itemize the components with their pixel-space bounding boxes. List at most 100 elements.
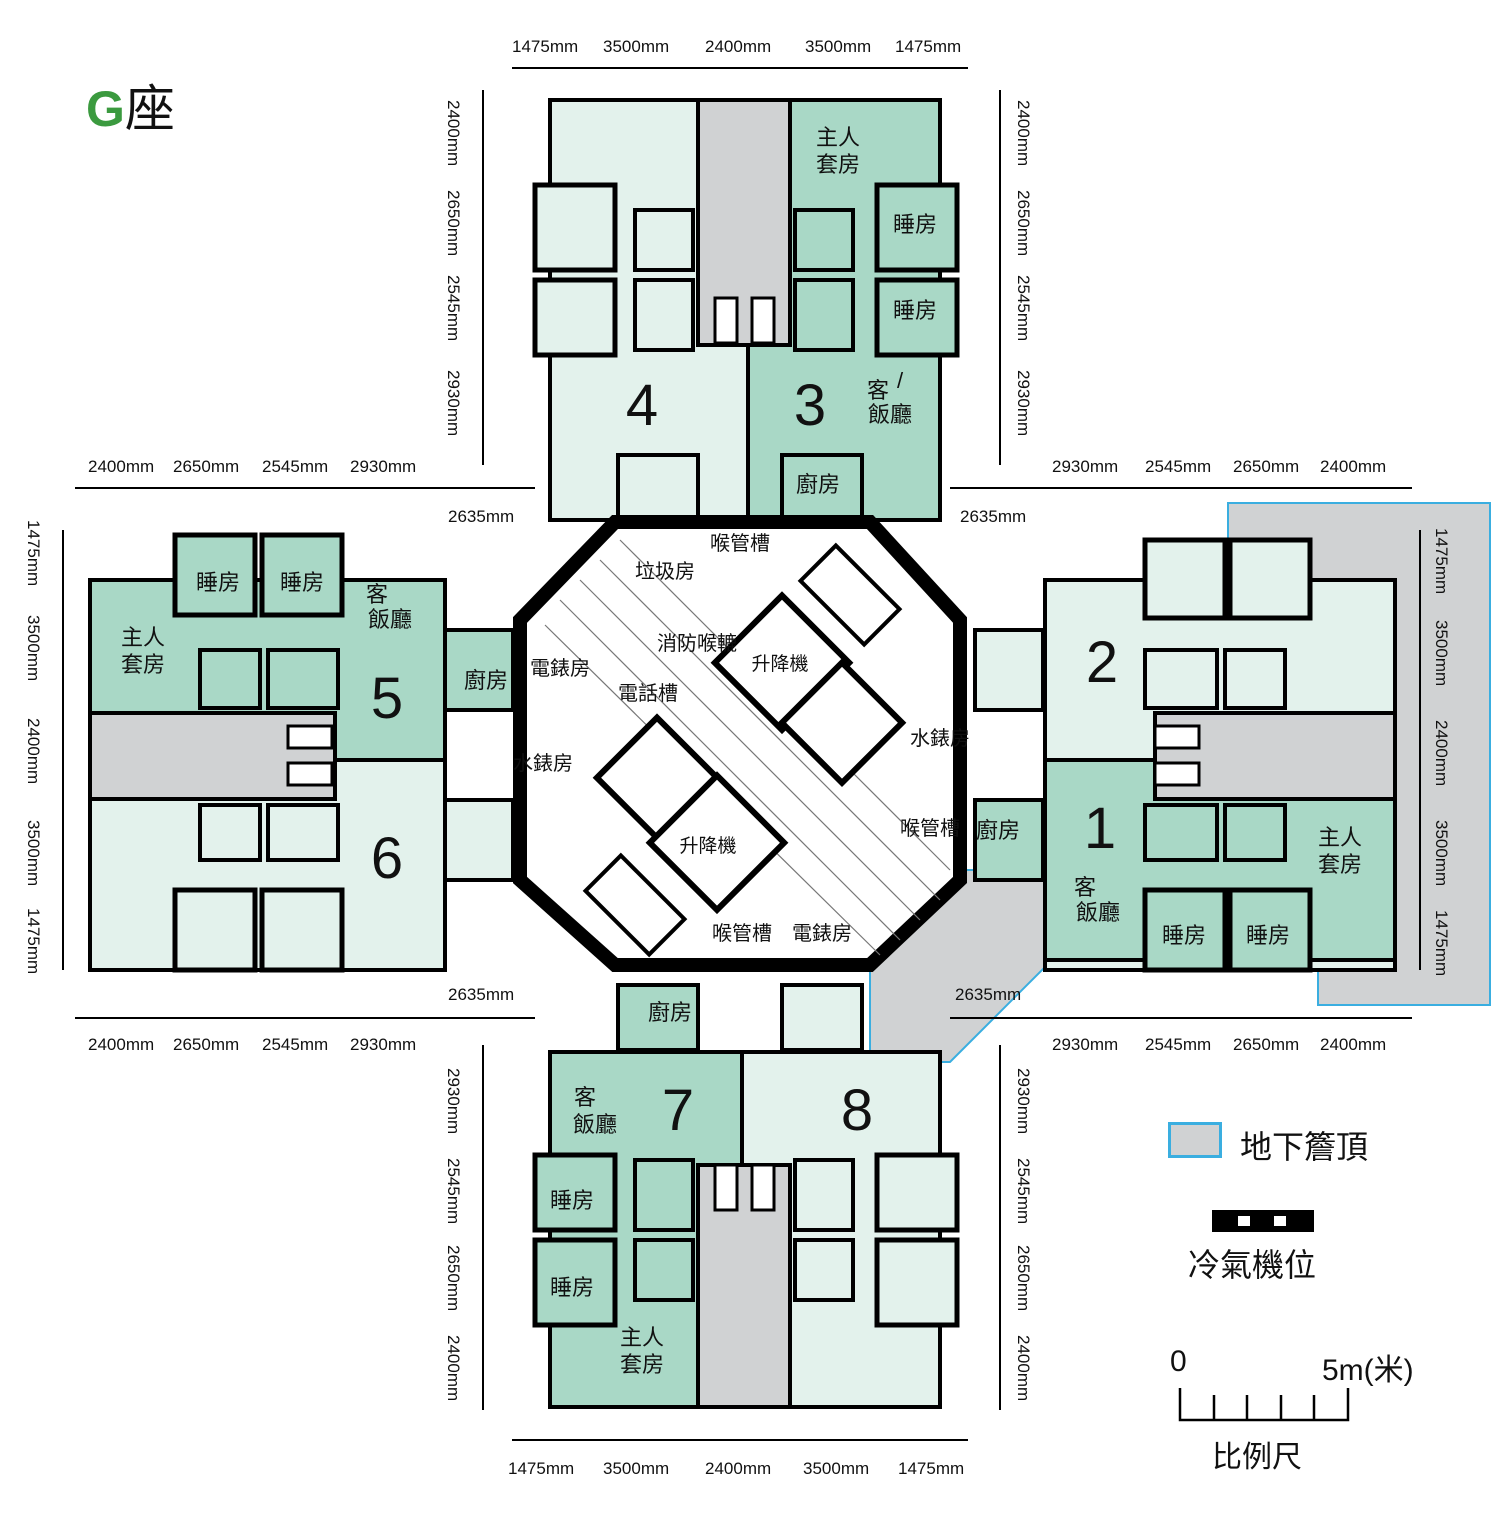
dim-label: 1475mm — [895, 37, 961, 56]
unit-number-2: 2 — [1086, 630, 1118, 695]
dim-label: 1475mm — [508, 1459, 574, 1478]
north-wing — [532, 98, 960, 522]
core-label: 電錶房 — [792, 922, 852, 945]
dim-label: 2930mm — [1052, 457, 1118, 476]
dim-label: 2545mm — [1014, 275, 1033, 341]
south-wing — [532, 983, 960, 1409]
core-label: 喉管槽 — [712, 922, 772, 945]
room-label: 主人 — [816, 125, 860, 150]
scale-label: 比例尺 — [1212, 1441, 1302, 1474]
core-label: 消防喉轆 — [657, 632, 737, 655]
room-label: 睡房 — [1246, 923, 1290, 948]
core-label: 升降機 — [751, 653, 808, 675]
dim-label: 2545mm — [444, 1158, 463, 1224]
dim-label: 2930mm — [1052, 1035, 1118, 1054]
dim-label: 1475mm — [1432, 910, 1451, 976]
dim-label: 3500mm — [805, 37, 871, 56]
dim-label: 2400mm — [1432, 720, 1451, 786]
room-label: 客 — [366, 582, 388, 607]
dim-label: 2400mm — [444, 1335, 463, 1401]
dim-label: 2400mm — [88, 457, 154, 476]
unit-number-5: 5 — [371, 666, 403, 731]
dim-label: 2635mm — [955, 985, 1021, 1004]
core-label: 電話槽 — [618, 682, 678, 705]
unit-number-4: 4 — [626, 373, 658, 438]
legend-ac: 冷氣機位 — [1188, 1240, 1388, 1283]
room-label: 睡房 — [550, 1188, 594, 1213]
room-label: 主人 — [1318, 825, 1362, 850]
dim-label: 3500mm — [1432, 620, 1451, 686]
dim-label: 2400mm — [1320, 457, 1386, 476]
unit-number-7: 7 — [662, 1078, 694, 1143]
core-label: 垃圾房 — [635, 560, 695, 583]
block-letter: G — [86, 81, 125, 137]
dim-label: 2545mm — [1145, 1035, 1211, 1054]
dim-label: 2650mm — [173, 457, 239, 476]
dim-label: 2400mm — [24, 718, 43, 784]
room-label: 套房 — [121, 652, 165, 677]
room-label: 廚房 — [976, 818, 1020, 843]
dim-label: 2545mm — [262, 457, 328, 476]
room-label: 客 — [1074, 875, 1096, 900]
room-label: 睡房 — [550, 1275, 594, 1300]
room-label: 廚房 — [648, 1000, 692, 1025]
dim-label: 3500mm — [603, 37, 669, 56]
block-title: G座 — [86, 84, 175, 134]
legend-podium: 地下簷頂 — [1168, 1122, 1428, 1165]
dim-label: 3500mm — [1432, 820, 1451, 886]
dim-label: 2400mm — [705, 1459, 771, 1478]
core-label: 水錶房 — [910, 727, 970, 750]
room-label: 飯廳 — [368, 607, 412, 632]
dim-label: 2930mm — [444, 370, 463, 436]
dim-label: 2545mm — [1145, 457, 1211, 476]
room-label: 套房 — [816, 152, 860, 177]
dim-label: 2635mm — [448, 507, 514, 526]
block-suffix: 座 — [124, 81, 175, 137]
dim-label: 2930mm — [444, 1068, 463, 1134]
scale-bar — [1178, 1388, 1350, 1422]
room-label: 睡房 — [196, 570, 240, 595]
dim-label: 2650mm — [444, 1245, 463, 1311]
unit-number-3: 3 — [794, 373, 826, 438]
room-label: 客 — [574, 1085, 596, 1110]
dim-label: 3500mm — [24, 615, 43, 681]
dim-label: 2930mm — [350, 1035, 416, 1054]
dim-label: 2545mm — [1014, 1158, 1033, 1224]
dim-label: 3500mm — [803, 1459, 869, 1478]
podium-swatch — [1168, 1122, 1222, 1158]
west-wing — [88, 532, 515, 973]
dim-label: 3500mm — [24, 820, 43, 886]
room-label: 主人 — [620, 1325, 664, 1350]
dim-label: 3500mm — [603, 1459, 669, 1478]
room-label: / — [897, 368, 904, 393]
core-label: 喉管槽 — [710, 532, 770, 555]
dim-label: 2400mm — [1320, 1035, 1386, 1054]
dim-label: 2650mm — [173, 1035, 239, 1054]
dim-label: 2930mm — [350, 457, 416, 476]
core-label: 升降機 — [679, 835, 736, 857]
dim-label: 2635mm — [960, 507, 1026, 526]
scale-five: 5m(米) — [1322, 1354, 1414, 1387]
dim-label: 2650mm — [1014, 190, 1033, 256]
room-label: 睡房 — [280, 570, 324, 595]
dim-label: 2650mm — [1014, 1245, 1033, 1311]
ac-label: 冷氣機位 — [1188, 1247, 1317, 1283]
room-label: 主人 — [121, 625, 165, 650]
dim-label: 2400mm — [444, 100, 463, 166]
room-label: 飯廳 — [868, 402, 912, 427]
east-wing — [973, 537, 1397, 973]
dim-label: 1475mm — [24, 520, 43, 586]
dim-label: 2930mm — [1014, 1068, 1033, 1134]
room-label: 飯廳 — [1076, 900, 1120, 925]
room-label: 廚房 — [796, 472, 840, 497]
core-label: 電錶房 — [530, 657, 590, 680]
dim-label: 2650mm — [444, 190, 463, 256]
central-core — [513, 515, 967, 972]
room-label: 飯廳 — [573, 1112, 617, 1137]
core-label: 水錶房 — [513, 752, 573, 775]
podium-label: 地下簷頂 — [1240, 1129, 1369, 1165]
dim-label: 2545mm — [444, 275, 463, 341]
dim-label: 2650mm — [1233, 457, 1299, 476]
room-label: 套房 — [1318, 852, 1362, 877]
dim-label: 2400mm — [1014, 100, 1033, 166]
